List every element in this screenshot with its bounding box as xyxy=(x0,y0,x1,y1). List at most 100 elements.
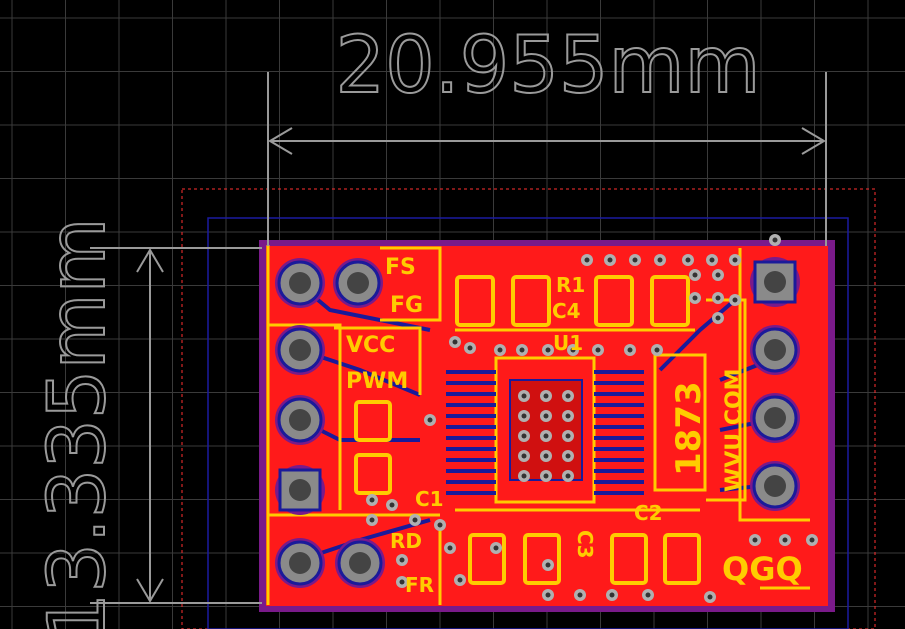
silkscreen-lines xyxy=(266,245,810,605)
via xyxy=(386,499,398,511)
via xyxy=(567,344,579,356)
u1-chip[interactable] xyxy=(446,356,644,504)
u1-body xyxy=(494,356,596,504)
via xyxy=(712,292,724,304)
thermal-via xyxy=(518,390,530,402)
via xyxy=(542,589,554,601)
via xyxy=(396,554,408,566)
dimension-width-label: 20.955mm xyxy=(336,21,761,111)
via xyxy=(542,344,554,356)
via xyxy=(779,534,791,546)
via xyxy=(434,519,446,531)
thermal-via xyxy=(562,430,574,442)
label-c2: C2 xyxy=(634,501,663,525)
via xyxy=(729,294,741,306)
via xyxy=(366,514,378,526)
u1-pins-right xyxy=(594,370,644,495)
thermal-via xyxy=(540,450,552,462)
thermal-via xyxy=(562,410,574,422)
via xyxy=(604,254,616,266)
via xyxy=(454,574,466,586)
via xyxy=(704,591,716,603)
through-hole-pad xyxy=(275,325,325,375)
via xyxy=(606,589,618,601)
through-hole-pads xyxy=(275,257,800,588)
via xyxy=(464,342,476,354)
through-hole-pad xyxy=(335,538,385,588)
label-fr: FR xyxy=(405,573,434,597)
via xyxy=(444,542,456,554)
label-c4: C4 xyxy=(552,299,581,323)
via xyxy=(449,336,461,348)
via xyxy=(712,312,724,324)
thermal-via xyxy=(562,390,574,402)
keepout-outline xyxy=(181,188,876,629)
via xyxy=(654,254,666,266)
via xyxy=(366,494,378,506)
through-hole-pad xyxy=(275,538,325,588)
through-hole-pad xyxy=(750,393,800,443)
via xyxy=(706,254,718,266)
via xyxy=(712,269,724,281)
u1-pins-left xyxy=(446,370,496,495)
label-part-number: 1873 xyxy=(669,381,709,476)
via xyxy=(682,254,694,266)
thermal-via xyxy=(562,450,574,462)
label-fs: FS xyxy=(385,255,416,280)
label-c1: C1 xyxy=(415,487,444,511)
c3-pad-2 xyxy=(523,533,561,585)
through-hole-pad xyxy=(333,258,383,308)
label-vcc: VCC xyxy=(346,333,395,358)
thermal-via xyxy=(540,430,552,442)
c2-pad-1 xyxy=(610,533,648,585)
silkscreen-text: FS FG VCC PWM R1 C4 U1 C1 C2 C3 RD FR 18… xyxy=(346,255,803,597)
label-logo: QGQ xyxy=(722,550,803,588)
thermal-via xyxy=(518,430,530,442)
through-hole-pad xyxy=(750,325,800,375)
via xyxy=(581,254,593,266)
via xyxy=(396,576,408,588)
through-hole-pad xyxy=(750,461,800,511)
label-u1: U1 xyxy=(553,331,583,355)
via xyxy=(642,589,654,601)
label-r1: R1 xyxy=(556,273,585,297)
pcb-board[interactable]: FS FG VCC PWM R1 C4 U1 C1 C2 C3 RD FR 18… xyxy=(259,234,835,612)
through-hole-pad xyxy=(275,465,325,515)
via xyxy=(592,344,604,356)
thermal-via xyxy=(562,470,574,482)
via xyxy=(729,254,741,266)
dimension-height xyxy=(90,247,262,604)
via xyxy=(769,234,781,246)
r1-pad-1 xyxy=(455,275,495,327)
via xyxy=(749,534,761,546)
via xyxy=(689,269,701,281)
u1-thermal-vias xyxy=(518,390,574,482)
c2-pad-2 xyxy=(663,533,701,585)
via xyxy=(624,344,636,356)
label-fg: FG xyxy=(390,293,423,318)
bottom-outline xyxy=(207,217,849,629)
thermal-via xyxy=(518,450,530,462)
c1-pad-2 xyxy=(354,453,392,495)
via xyxy=(651,344,663,356)
via xyxy=(574,589,586,601)
label-pwm: PWM xyxy=(346,369,408,394)
via xyxy=(542,559,554,571)
thermal-via xyxy=(540,470,552,482)
smd-pads xyxy=(354,275,701,585)
through-hole-pad xyxy=(750,257,800,307)
label-rd: RD xyxy=(390,529,422,553)
c3-pad-1 xyxy=(468,533,506,585)
through-hole-pad xyxy=(275,395,325,445)
dimension-height-label: 13.335mm xyxy=(33,218,123,629)
via xyxy=(629,254,641,266)
r1-pad-2 xyxy=(511,275,551,327)
thermal-via xyxy=(518,470,530,482)
via xyxy=(424,414,436,426)
via xyxy=(490,542,502,554)
via xyxy=(516,344,528,356)
via xyxy=(494,344,506,356)
via xyxy=(409,514,421,526)
via xyxy=(689,292,701,304)
